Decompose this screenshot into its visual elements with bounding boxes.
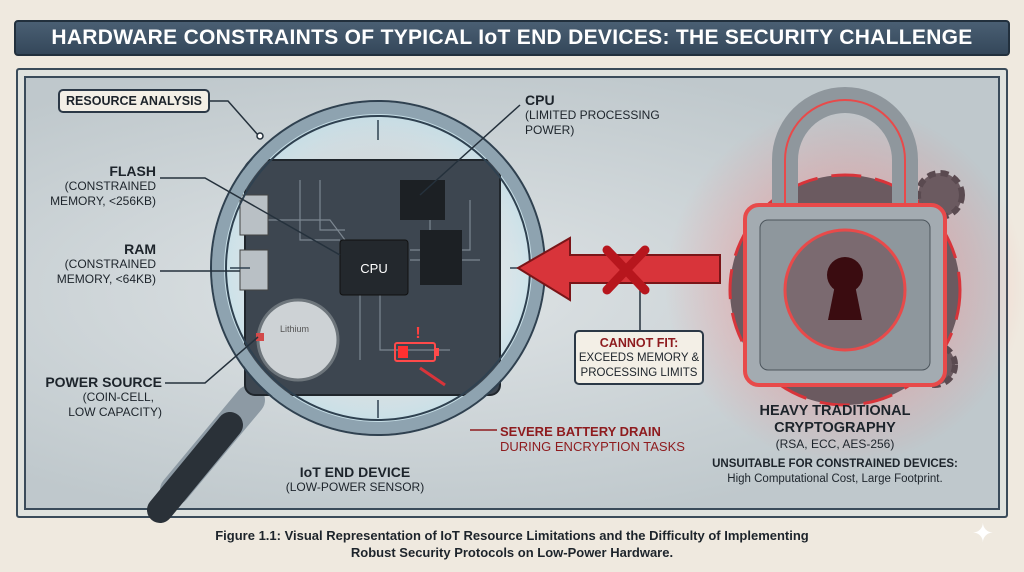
caption-line: Figure 1.1: Visual Representation of IoT… [215,528,809,543]
cpu-callout: CPU (LIMITED PROCESSING POWER) [525,93,660,138]
crypto-callout: HEAVY TRADITIONAL CRYPTOGRAPHY (RSA, ECC… [690,403,980,487]
cannot-fit-box: CANNOT FIT: EXCEEDS MEMORY & PROCESSING … [574,330,704,385]
sparkle-icon: ✦ [972,518,994,548]
ram-detail: (CONSTRAINED [64,257,156,271]
coin-cell-battery [256,298,340,382]
crypto-warning: UNSUITABLE FOR CONSTRAINED DEVICES: [712,458,958,470]
cpu-detail: POWER) [525,123,575,137]
crypto-detail: High Computational Cost, Large Footprint… [727,473,943,485]
flash-detail: (CONSTRAINED [64,179,156,193]
ram-detail: MEMORY, <64KB) [56,272,156,286]
blocked-arrow-icon [516,236,721,302]
cpu-label: CPU [525,92,555,108]
flash-detail: MEMORY, <256KB) [50,194,156,208]
device-title: IoT END DEVICE [299,464,411,480]
chip-icon [400,180,445,220]
padlock-icon [743,87,947,387]
figure-caption: Figure 1.1: Visual Representation of IoT… [0,527,1024,561]
resource-analysis-label-box: RESOURCE ANALYSIS [58,89,210,113]
power-callout: POWER SOURCE (COIN-CELL, LOW CAPACITY) [20,375,162,420]
cpu-chip [339,239,409,296]
circuit-board: Lithium ! [239,159,501,396]
ram-callout: RAM (CONSTRAINED MEMORY, <64KB) [20,242,156,287]
magnifier-handle [147,385,265,523]
caption-line: Robust Security Protocols on Low-Power H… [350,545,674,560]
battery-drain-note: SEVERE BATTERY DRAIN DURING ENCRYPTION T… [500,424,685,454]
battery-drain-detail: DURING ENCRYPTION TASKS [500,439,685,454]
cpu-detail: (LIMITED PROCESSING [525,108,660,122]
cpu-chip-label: CPU [360,261,388,276]
chip-icon [420,230,462,285]
battery-drain-title: SEVERE BATTERY DRAIN [500,424,661,439]
coin-cell-label: Lithium [280,324,309,334]
ram-label: RAM [124,241,156,257]
device-subtitle: (LOW-POWER SENSOR) [285,480,425,494]
crypto-examples: (RSA, ECC, AES-256) [775,437,895,451]
cannot-fit-detail: PROCESSING LIMITS [580,367,698,379]
cannot-fit-detail: EXCEEDS MEMORY & [578,352,700,364]
device-label: IoT END DEVICE (LOW-POWER SENSOR) [270,465,440,495]
crypto-title: HEAVY TRADITIONAL [759,403,911,419]
figure-title: HARDWARE CONSTRAINTS OF TYPICAL IoT END … [14,20,1010,56]
low-battery-icon: ! [394,325,439,362]
svg-text:!: ! [415,325,420,342]
flash-label: FLASH [109,163,156,179]
power-detail: LOW CAPACITY) [68,405,162,419]
power-label: POWER SOURCE [45,374,162,390]
resource-analysis-label: RESOURCE ANALYSIS [66,94,202,108]
power-detail: (COIN-CELL, [82,390,154,404]
flash-callout: FLASH (CONSTRAINED MEMORY, <256KB) [20,164,156,209]
cannot-fit-title: CANNOT FIT: [599,336,679,350]
crypto-title: CRYPTOGRAPHY [774,420,896,436]
